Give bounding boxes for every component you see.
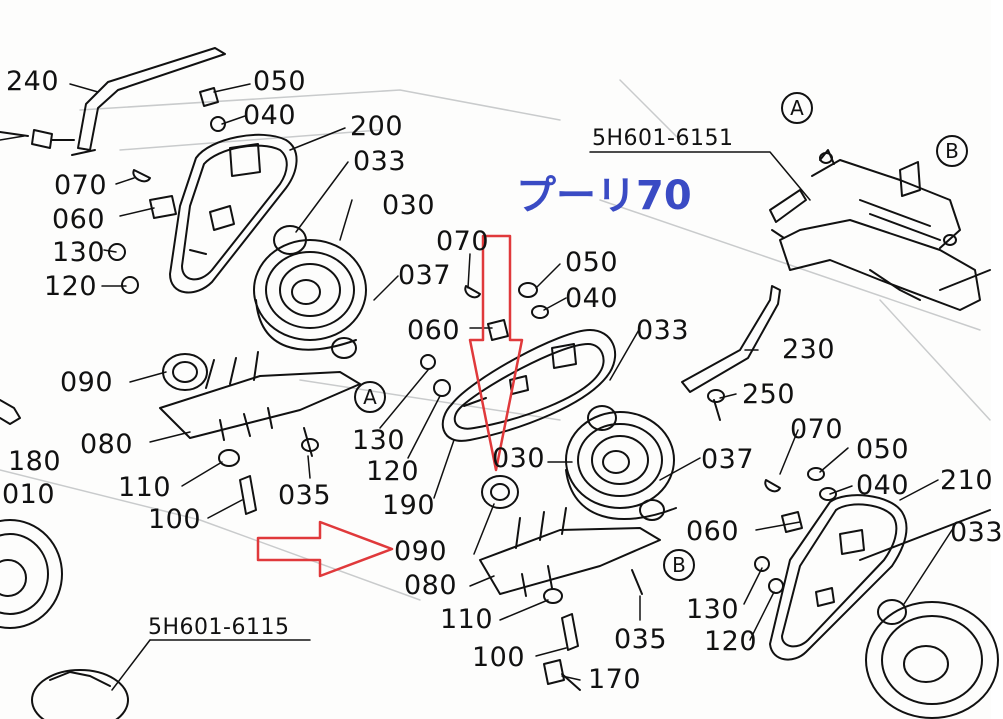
part-label: 090 [394,536,448,567]
right-pulley-group [859,509,999,719]
part-label: 035 [614,624,668,655]
belt-cover-200 [169,133,298,294]
part-label: 030 [382,190,436,221]
part-label: 040 [856,470,910,501]
left-lower-bolts [218,427,319,515]
part-label: 033 [950,517,1003,548]
part-label: 200 [350,111,404,142]
part-label: 210 [940,465,994,496]
lever-240 [71,47,226,156]
faded-background-lines [0,79,991,601]
left-edge-pulley [0,519,129,719]
part-label: 120 [44,271,98,302]
section-marker-b-top: B [936,135,968,167]
left-tension-arm [159,337,361,441]
down-arrow [468,234,524,472]
left-edge-fragment [0,399,21,425]
part-label: 100 [148,504,202,535]
part-label: 040 [243,100,297,131]
part-label: 180 [8,446,62,477]
part-label: 120 [366,456,420,487]
part-label: 120 [704,626,758,657]
bolts-left-stack [108,87,226,294]
part-label: 037 [398,260,452,291]
center-bolts [420,282,549,397]
part-label: 130 [686,594,740,625]
section-marker-a-top: A [781,92,813,124]
part-label: 037 [701,444,755,475]
right-arrow [256,520,394,578]
lever-230 [681,285,781,421]
belt-cover-210 [769,494,908,661]
pulley-annotation: プーリ70 [516,173,692,219]
part-label: 110 [118,472,172,503]
center-pulley-group [565,405,677,521]
center-tension-arm [479,475,661,597]
reference-code-lower: 5H601-6115 [148,615,290,640]
part-label: 240 [6,66,60,97]
left-pulley-group [253,225,367,351]
part-label: 060 [52,204,106,235]
part-label: 010 [2,479,56,510]
part-label: 050 [565,247,619,278]
part-label: 060 [407,315,461,346]
part-label: 130 [52,237,106,268]
part-label: 060 [686,516,740,547]
part-label: 130 [352,425,406,456]
bolt-left-edge [0,129,75,149]
reference-code-upper: 5H601-6151 [592,126,734,151]
part-label: 050 [856,434,910,465]
part-label: 050 [253,66,307,97]
part-label: 030 [492,443,546,474]
part-label: 170 [588,664,642,695]
part-label: 033 [636,315,690,346]
section-marker-a-mid: A [354,381,386,413]
part-label: 230 [782,334,836,365]
part-label: 100 [472,642,526,673]
part-label: 190 [382,490,436,521]
part-label: 080 [404,570,458,601]
right-bolts [754,467,837,594]
part-label: 070 [790,414,844,445]
part-label: 070 [54,170,108,201]
leader-lines [0,83,953,691]
part-label: 033 [353,146,407,177]
part-label: 090 [60,367,114,398]
part-label: 250 [742,379,796,410]
upper-right-frame [769,149,991,311]
part-label: 070 [436,226,490,257]
part-label: 110 [440,604,494,635]
part-label: 035 [278,480,332,511]
section-marker-b-mid: B [663,549,695,581]
part-label: 040 [565,283,619,314]
part-label: 080 [80,429,134,460]
